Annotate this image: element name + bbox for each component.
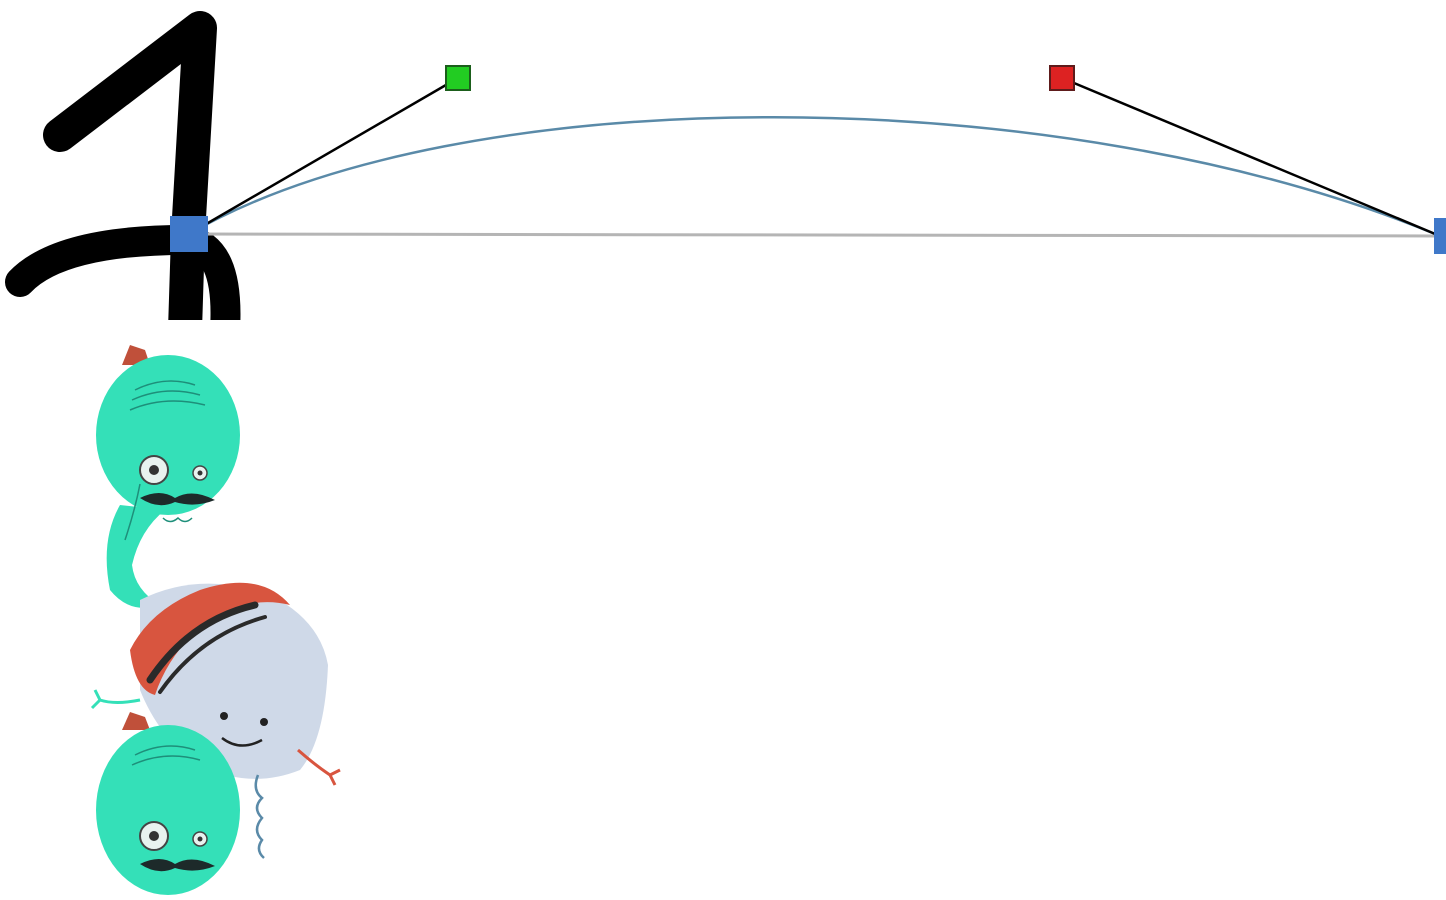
end-anchor[interactable] [1434, 218, 1446, 254]
curve-baseline [188, 232, 1441, 238]
bezier-curve-editor[interactable] [0, 0, 1446, 320]
start-handle-line [188, 76, 459, 236]
end-handle-line [1061, 76, 1441, 238]
mascot-sprites [90, 345, 341, 895]
start-anchor[interactable] [170, 216, 208, 252]
start-control-point[interactable] [445, 65, 471, 91]
octopus-mascot-icon [96, 345, 240, 608]
bezier-curve[interactable] [188, 116, 1441, 238]
octopus-mascot-icon [96, 712, 240, 895]
end-control-point[interactable] [1049, 65, 1075, 91]
